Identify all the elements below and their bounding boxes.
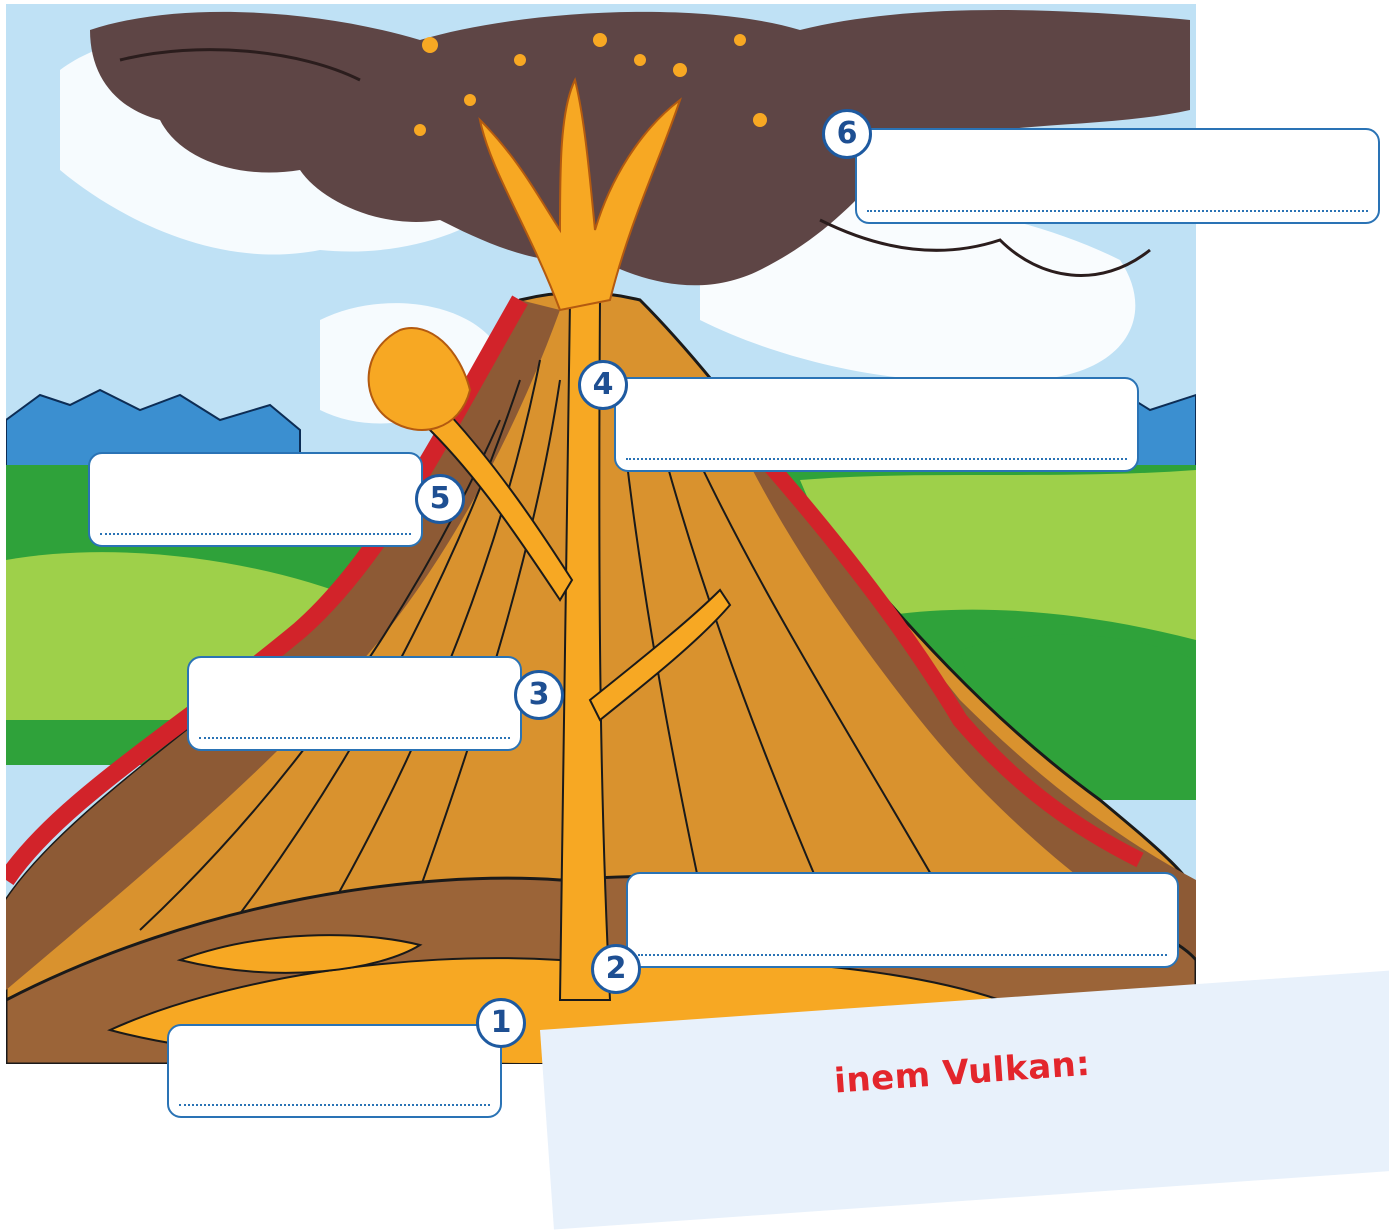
label-box-1[interactable] (167, 1024, 502, 1118)
dotted-line (867, 210, 1368, 212)
number-badge-2: 2 (591, 944, 641, 994)
dotted-line (638, 954, 1167, 956)
label-box-5[interactable] (88, 452, 423, 547)
dotted-line (179, 1104, 490, 1106)
card-title: inem Vulkan: (833, 1044, 1092, 1102)
dotted-line (199, 737, 510, 739)
dotted-line (626, 458, 1127, 460)
label-box-3[interactable] (187, 656, 522, 751)
label-box-4[interactable] (614, 377, 1139, 472)
number-badge-3: 3 (514, 670, 564, 720)
number-badge-6: 6 (822, 109, 872, 159)
number-badge-5: 5 (415, 474, 465, 524)
number-badge-1: 1 (476, 998, 526, 1048)
label-box-6[interactable] (855, 128, 1380, 224)
number-badge-4: 4 (578, 360, 628, 410)
label-box-2[interactable] (626, 872, 1179, 968)
dotted-line (100, 533, 411, 535)
